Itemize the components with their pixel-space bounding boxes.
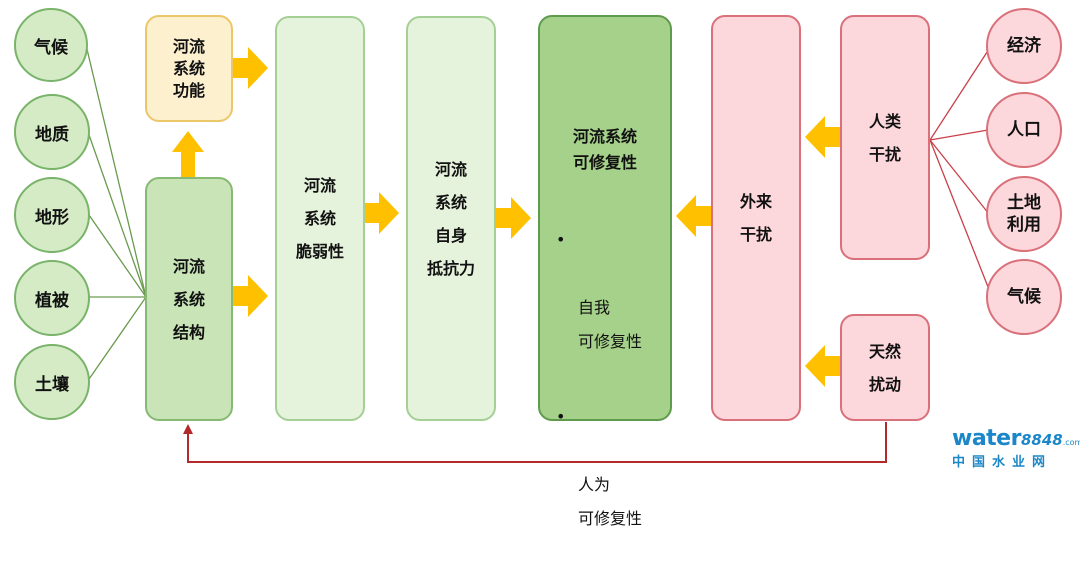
bullet-icon: • [556, 230, 566, 249]
arrow-structure-right [233, 275, 268, 317]
arrow-vulnerability-right [364, 192, 399, 234]
right-factor-lines [929, 45, 993, 298]
resilience-item-human: • 人为 可修复性 [540, 400, 670, 536]
feedback-arrowhead [183, 424, 193, 434]
arrow-structure-to-function [172, 131, 204, 177]
box-river-function: 河流 系统 功能 [145, 15, 233, 122]
connector-layer [85, 44, 993, 463]
factor-climate-right: 气候 [986, 259, 1062, 335]
box-external-disturbance: 外来 干扰 [711, 15, 801, 421]
box-river-vulnerability: 河流 系统 脆弱性 [275, 16, 365, 421]
bullet-icon: • [556, 407, 566, 426]
logo-number-text: 8848 [1020, 431, 1063, 449]
resilience-item-label: 人为 可修复性 [578, 475, 643, 528]
arrow-function-right [233, 47, 268, 89]
factor-economy: 经济 [986, 8, 1062, 84]
watermark-logo: water8848.com 中国水业网 [952, 426, 1080, 474]
logo-domain-text: .com [1062, 438, 1080, 447]
arrow-resistance-right [496, 197, 531, 239]
factor-population: 人口 [986, 92, 1062, 168]
left-factor-lines [85, 44, 147, 383]
box-self-resistance: 河流 系统 自身 抵抗力 [406, 16, 496, 421]
factor-land-use: 土地 利用 [986, 176, 1062, 252]
resilience-item-self: • 自我 可修复性 [540, 223, 670, 359]
feedback-loop [187, 422, 887, 463]
factor-terrain: 地形 [14, 177, 90, 253]
factor-climate: 气候 [14, 8, 88, 82]
factor-soil: 土壤 [14, 344, 90, 420]
arrow-human-left [805, 116, 840, 158]
box-river-structure: 河流 系统 结构 [145, 177, 233, 421]
box-river-resilience: 河流系统 可修复性 • 自我 可修复性 • 人为 可修复性 [538, 15, 672, 528]
resilience-item-label: 自我 可修复性 [578, 298, 643, 351]
resilience-title: 河流系统 可修复性 [572, 127, 637, 172]
flow-arrows [172, 47, 840, 387]
arrow-natural-left [805, 345, 840, 387]
box-human-disturbance: 人类 干扰 [840, 15, 930, 260]
box-natural-disturbance: 天然 扰动 [840, 314, 930, 421]
factor-vegetation: 植被 [14, 260, 90, 336]
logo-water-text: water [952, 426, 1021, 451]
factor-geology: 地质 [14, 94, 90, 170]
logo-subtitle: 中国水业网 [952, 455, 1053, 470]
arrow-external-left [676, 195, 711, 237]
